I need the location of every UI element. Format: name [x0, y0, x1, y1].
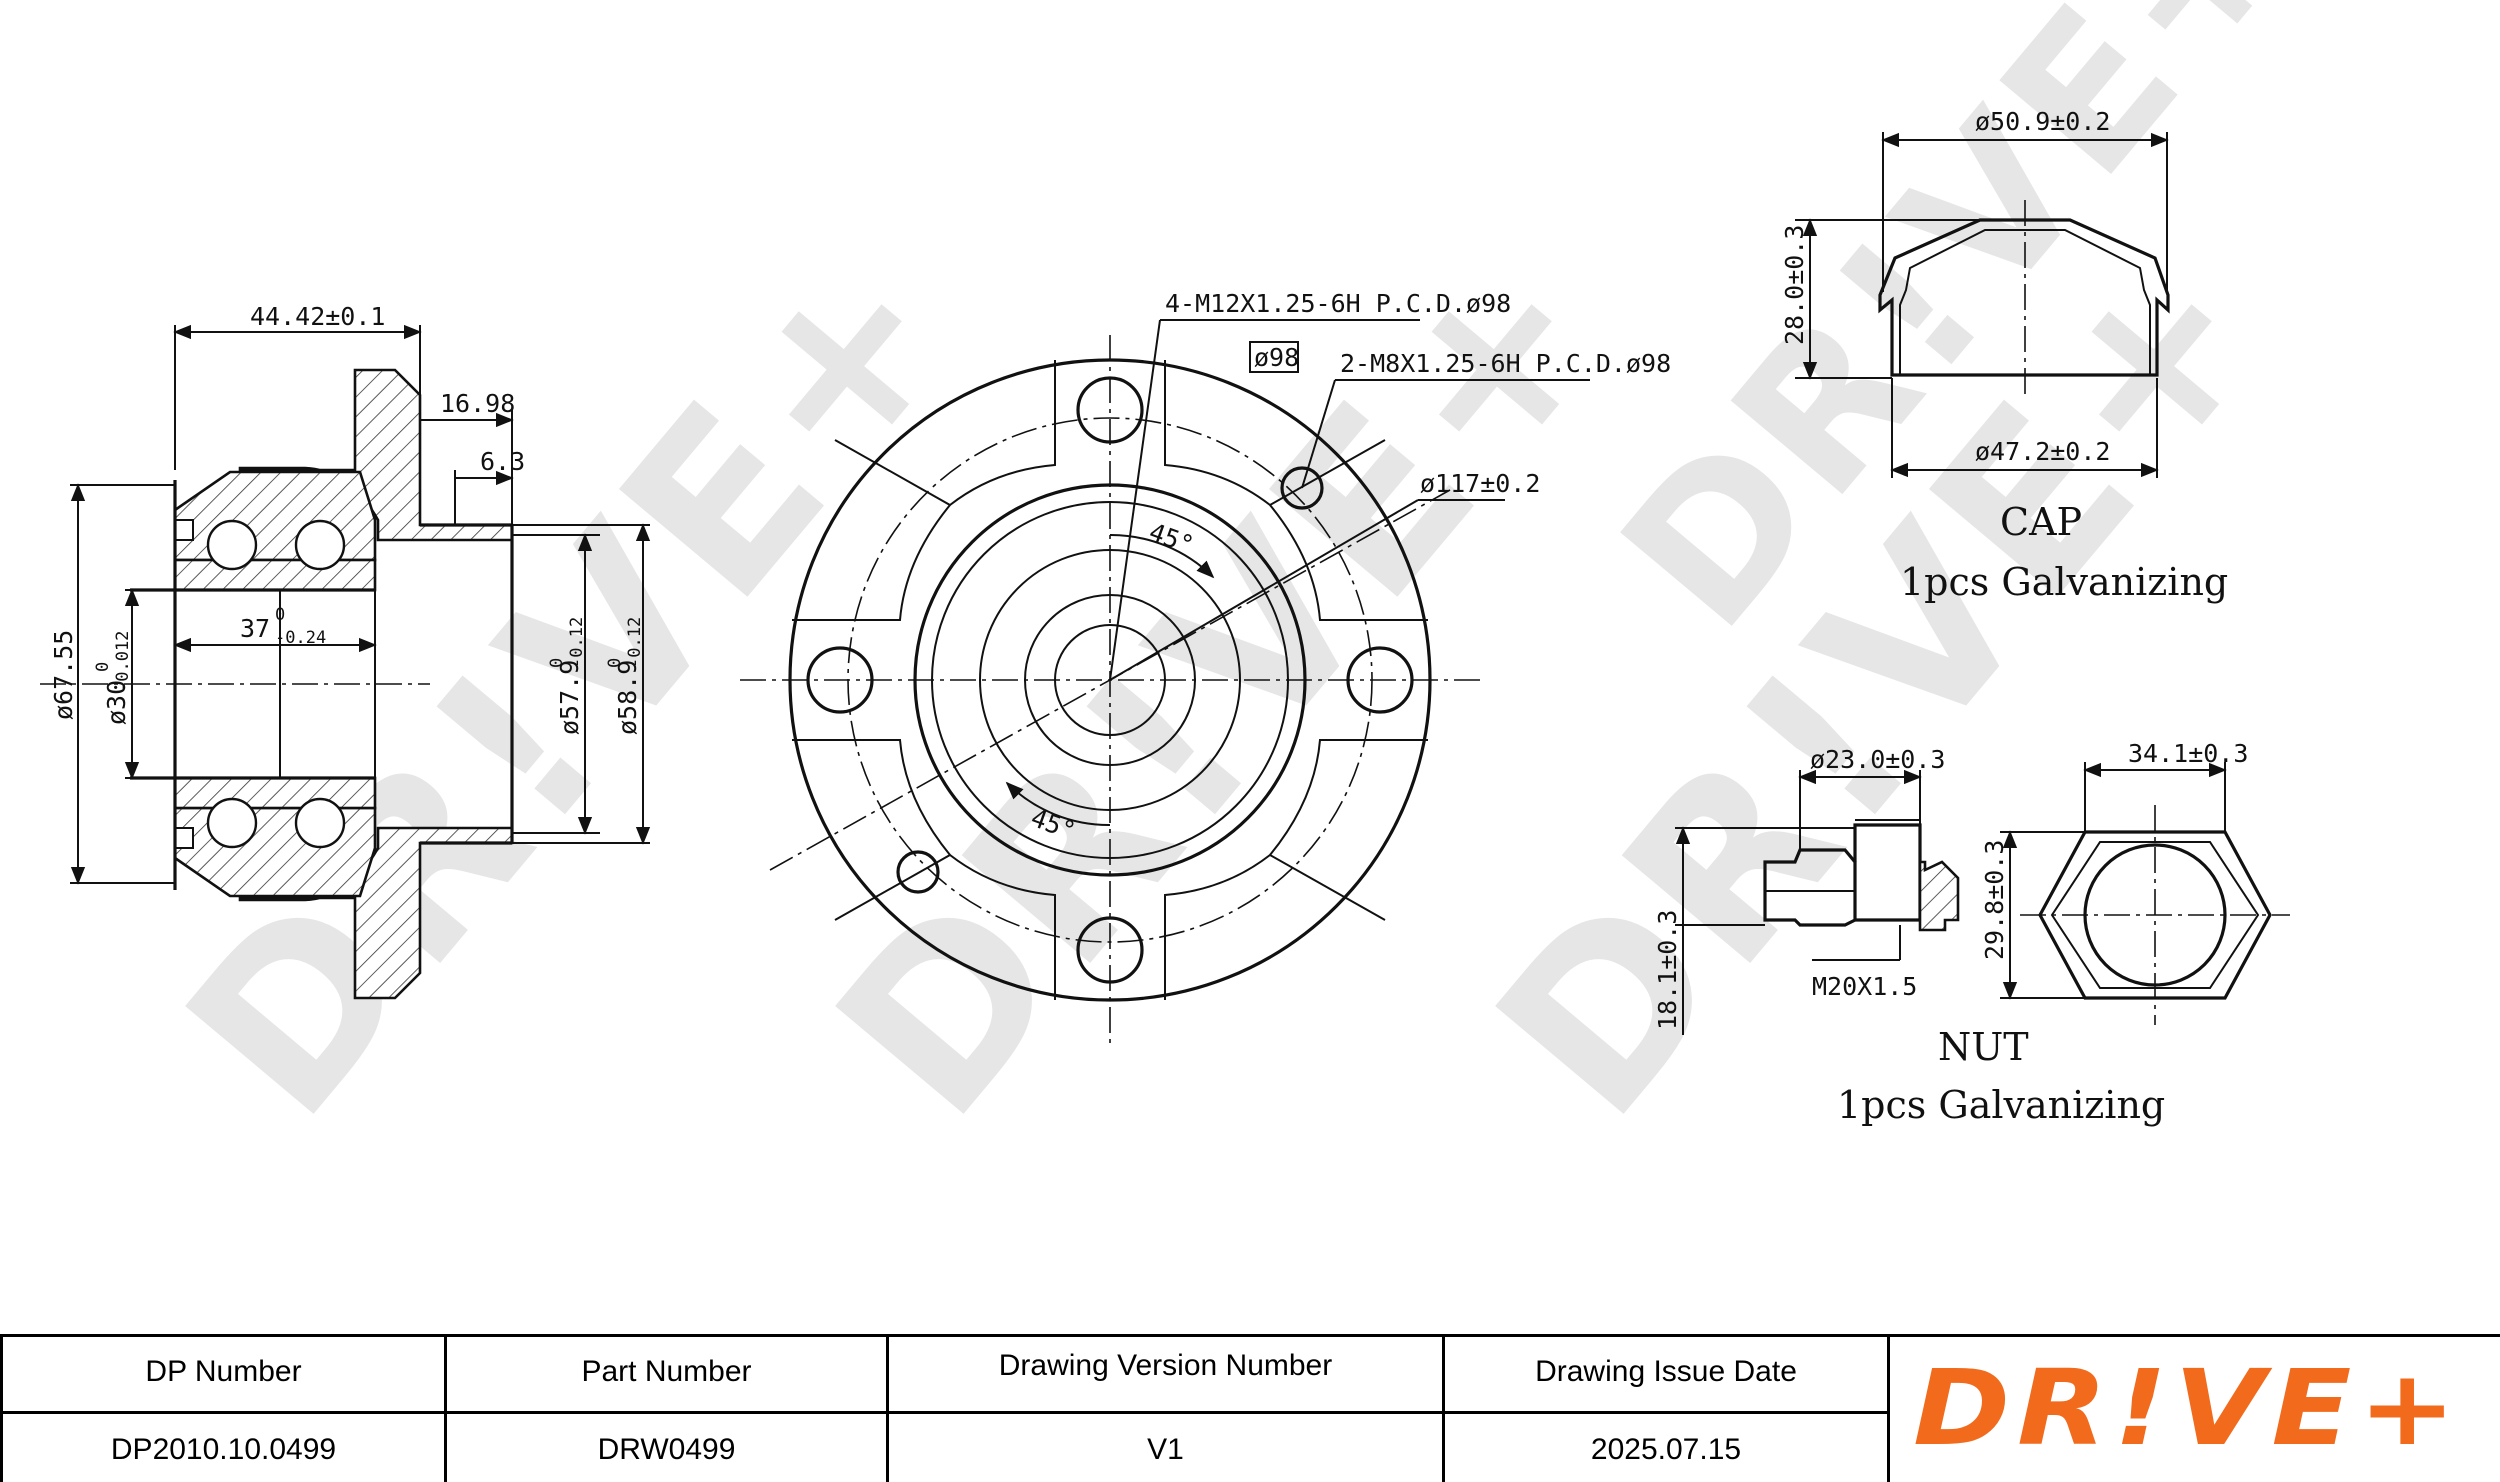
cap-name: CAP	[2000, 500, 2082, 544]
hub-front-view: 45° 45° 4-M12X1.25-6H P.C.D.ø98 ø98 2-M8…	[740, 289, 1671, 1045]
nut-name: NUT	[1938, 1025, 2029, 1069]
label-pcd-box: ø98	[1254, 343, 1299, 372]
label-studs-thread: 4-M12X1.25-6H P.C.D.ø98	[1165, 289, 1511, 318]
dim-bearing-width-tol-lower: -0.24	[275, 628, 326, 648]
dp-number-header: DP Number	[145, 1355, 302, 1388]
dim-pilot-dia-1-tol-lower: -0.12	[567, 617, 587, 668]
drive-logo-text: DR!VE+	[1913, 1359, 2463, 1459]
dim-bearing-width: 37	[240, 614, 270, 643]
dim-bearing-width-tol-upper: 0	[275, 605, 285, 625]
dim-pilot-dia-1-tol-upper: 0	[547, 658, 567, 668]
label-flange-dia: ø117±0.2	[1420, 469, 1540, 498]
title-col-dp-number: DP Number DP2010.10.0499	[0, 1337, 447, 1482]
technical-drawing: DR!VE+ DR!VE+ DR!VE+ DR!VE+	[40, 0, 2339, 1165]
version-value: V1	[1147, 1433, 1184, 1466]
dim-pilot-dia-1: ø57.9	[555, 660, 584, 735]
title-block: DP Number DP2010.10.0499 Part Number DRW…	[0, 1334, 2500, 1482]
cap-drawing: ø50.9±0.2 28.0±0.3 ø47.2±0.2 CAP 1pcs Ga…	[1780, 107, 2228, 604]
dim-pilot-dia-2-tol-upper: 0	[605, 658, 625, 668]
issue-date-header: Drawing Issue Date	[1535, 1355, 1797, 1388]
title-col-version: Drawing Version Number V1	[889, 1337, 1445, 1482]
nut-dim-height: 18.1±0.3	[1653, 910, 1682, 1030]
dim-pilot-dia-2: ø58.9	[613, 660, 642, 735]
cap-dim-outer-dia: ø50.9±0.2	[1975, 107, 2110, 136]
cap-note: 1pcs Galvanizing	[1900, 560, 2228, 604]
dim-bore: ø30	[102, 680, 131, 725]
issue-date-value: 2025.07.15	[1590, 1433, 1742, 1466]
label-screw-thread: 2-M8X1.25-6H P.C.D.ø98	[1340, 349, 1671, 378]
title-col-issue-date: Drawing Issue Date 2025.07.15	[1445, 1337, 1890, 1482]
dp-number-value: DP2010.10.0499	[110, 1433, 337, 1466]
nut-dim-collar-dia: ø23.0±0.3	[1810, 745, 1945, 774]
part-number-header: Part Number	[581, 1355, 752, 1388]
nut-front-view: 34.1±0.3 29.8±0.3	[1980, 739, 2290, 1025]
part-number-value: DRW0499	[597, 1433, 736, 1466]
dim-outer-dia: ø67.55	[49, 630, 78, 720]
cap-dim-height: 28.0±0.3	[1780, 225, 1809, 345]
nut-note: 1pcs Galvanizing	[1837, 1083, 2165, 1127]
dim-width-total: 44.42±0.1	[250, 302, 385, 331]
cap-dim-inner-dia: ø47.2±0.2	[1975, 437, 2110, 466]
hub-side-section: 44.42±0.1 16.98 6.3 37 0 -0.24 ø67.55 ø3…	[40, 302, 651, 1000]
version-header: Drawing Version Number	[998, 1349, 1333, 1382]
dim-flange-offset: 16.98	[440, 389, 515, 418]
dim-bore-tol-upper: 0	[93, 662, 113, 672]
dim-pilot-dia-2-tol-lower: -0.12	[625, 617, 645, 668]
nut-side-view: ø23.0±0.3 18.1±0.3 M20X1.5	[1653, 745, 1960, 1035]
dim-bore-tol-lower: -0.012	[113, 631, 133, 692]
nut-dim-across-flats: 34.1±0.3	[2128, 739, 2248, 768]
dim-pilot-length: 6.3	[480, 447, 525, 476]
title-col-part-number: Part Number DRW0499	[447, 1337, 889, 1482]
drive-logo: DR!VE+	[1913, 1359, 2463, 1459]
nut-dim-thread: M20X1.5	[1812, 972, 1917, 1001]
nut-dim-across-corners: 29.8±0.3	[1980, 840, 2009, 960]
